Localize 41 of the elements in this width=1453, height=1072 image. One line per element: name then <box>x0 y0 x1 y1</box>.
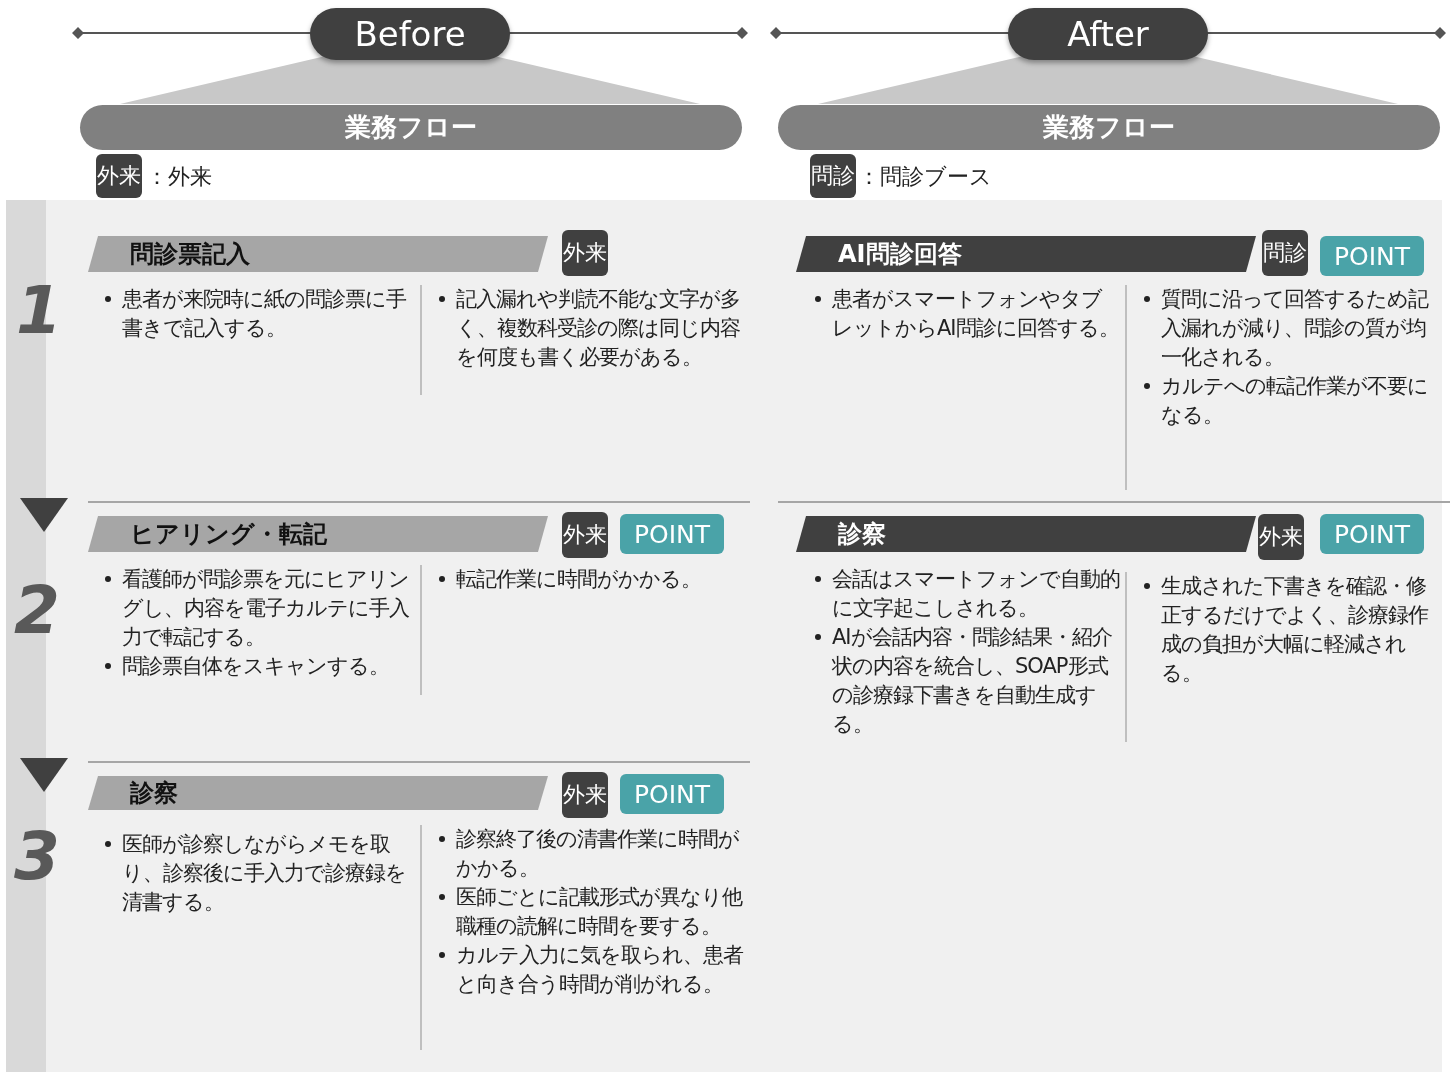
bullet-item: 看護師が問診票を元にヒアリングし、内容を電子カルテに手入力で転記する。 <box>122 565 415 652</box>
step-number: 2 <box>14 572 60 649</box>
bullet-item: 患者がスマートフォンやタブレットからAI問診に回答する。 <box>832 285 1120 343</box>
bullet-item: 転記作業に時間がかかる。 <box>456 565 745 594</box>
step-number: 1 <box>16 272 62 349</box>
location-tag: 外来 <box>562 512 608 558</box>
bullet-item: 会話はスマートフォンで自動的に文字起こしされる。 <box>832 565 1120 623</box>
bullet-item: 医師ごとに記載形式が異なり他職種の読解に時間を要する。 <box>456 883 745 941</box>
bullet-item: 記入漏れや判読不能な文字が多く、複数科受診の際は同じ内容を何度も書く必要がある。 <box>456 285 745 372</box>
bullet-item: 生成された下書きを確認・修正するだけでよく、診療録作成の負担が大幅に軽減される。 <box>1161 572 1445 688</box>
bullet-item: 医師が診察しながらメモを取り、診察後に手入力で診療録を清書する。 <box>122 830 415 917</box>
step-heading: 問診票記入 <box>88 236 548 272</box>
bullet-item: 問診票自体をスキャンする。 <box>122 652 415 681</box>
point-badge: POINT <box>620 774 724 814</box>
legend-text: ：外来 <box>146 163 212 191</box>
title-pill: After <box>1008 8 1208 60</box>
flow-band: 業務フロー <box>80 105 742 150</box>
bullet-item: カルテへの転記作業が不要になる。 <box>1161 372 1445 430</box>
flow-band: 業務フロー <box>778 105 1440 150</box>
legend-text: ：問診ブース <box>858 163 992 191</box>
location-tag: 外来 <box>562 230 608 276</box>
text-column <box>420 825 745 1050</box>
location-tag: 外来 <box>1258 514 1304 560</box>
bullet-item: カルテ入力に気を取られ、患者と向き合う時間が削がれる。 <box>456 941 745 999</box>
title-pill: Before <box>310 8 510 60</box>
bullet-item: 診察終了後の清書作業に時間がかかる。 <box>456 825 745 883</box>
location-tag: 外来 <box>562 772 608 818</box>
bullet-item: 質問に沿って回答するため記入漏れが減り、問診の質が均一化される。 <box>1161 285 1445 372</box>
step-heading: 診察 <box>88 776 548 810</box>
step-heading: ヒアリング・転記 <box>88 516 548 552</box>
point-badge: POINT <box>1320 236 1424 276</box>
point-badge: POINT <box>620 514 724 554</box>
location-tag: 問診 <box>810 154 856 198</box>
bullet-item: AIが会話内容・問診結果・紹介状の内容を統合し、SOAP形式の診療録下書きを自動生成する。 <box>832 623 1120 739</box>
step-number: 3 <box>14 818 60 895</box>
point-badge: POINT <box>1320 514 1424 554</box>
step-heading: 診察 <box>796 516 1256 552</box>
step-heading: AI問診回答 <box>796 236 1256 272</box>
bullet-item: 患者が来院時に紙の問診票に手書きで記入する。 <box>122 285 415 343</box>
location-tag: 外来 <box>96 154 142 198</box>
location-tag: 問診 <box>1262 230 1308 276</box>
